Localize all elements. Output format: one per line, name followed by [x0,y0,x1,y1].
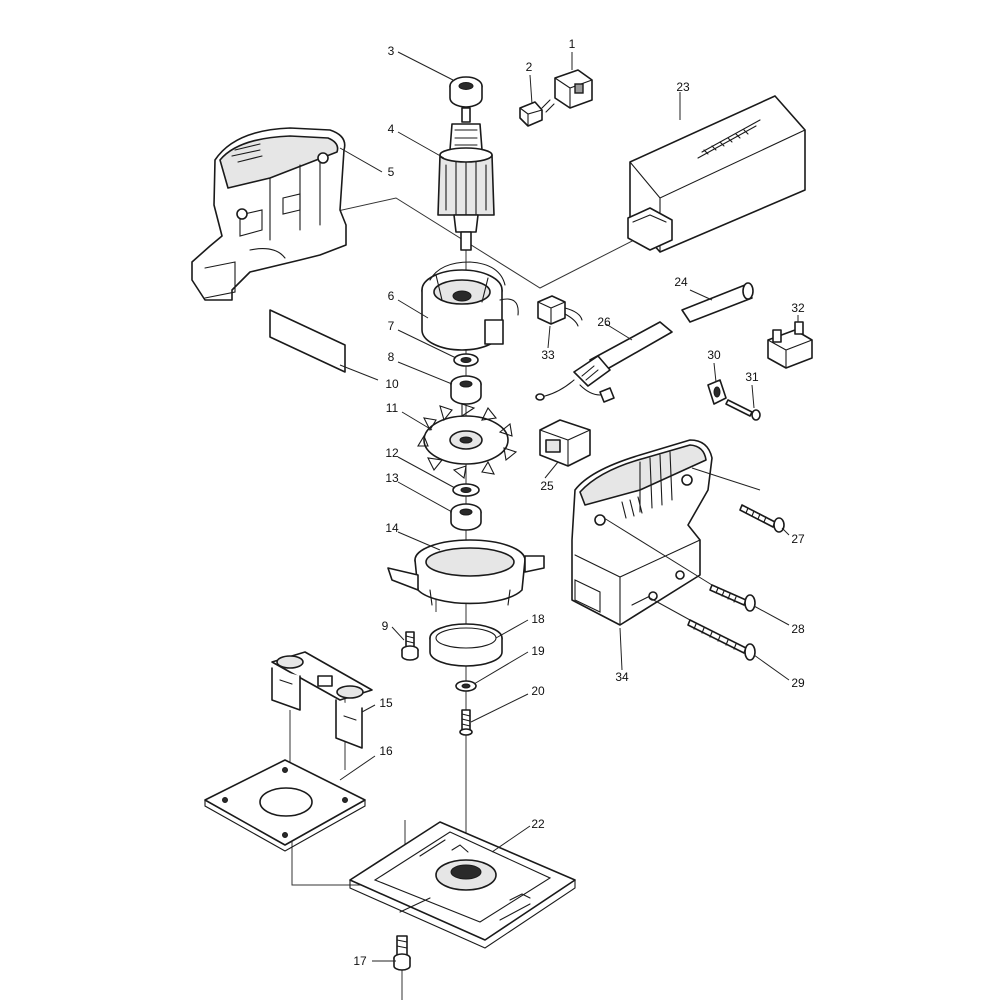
callout-34: 34 [615,670,629,684]
callout-1: 1 [569,37,576,51]
callout-26: 26 [597,315,611,329]
callout-4: 4 [388,122,395,136]
callout-29: 29 [791,676,805,690]
part-5-housing-cover [191,127,347,301]
part-33-capacitor [537,295,583,327]
callout-24: 24 [674,275,688,289]
part-30-cord-clamp [707,379,727,405]
part-8-ball-bearing [450,375,482,405]
part-17-screw [393,935,411,971]
part-10-label-plate [269,309,346,373]
part-4-armature [437,107,495,251]
callout-27: 27 [791,532,805,546]
callout-7: 7 [388,319,395,333]
part-1-brush-holder [554,69,593,109]
callout-12: 12 [385,446,399,460]
callout-23: 23 [676,80,690,94]
part-2-carbon-brush [519,99,555,127]
callout-25: 25 [540,479,554,493]
callout-15: 15 [379,696,393,710]
part-13-ball-bearing [450,503,482,531]
part-19-washer [455,680,477,692]
callout-30: 30 [707,348,721,362]
part-9-screw [401,631,419,661]
callout-2: 2 [526,60,533,74]
part-31-screw [725,399,761,421]
callout-3: 3 [388,44,395,58]
callout-18: 18 [531,612,545,626]
callout-22: 22 [531,817,545,831]
part-16-pad-plate [204,759,366,852]
callout-9: 9 [382,619,389,633]
part-22-base-plate [349,821,576,949]
callout-6: 6 [388,289,395,303]
callout-5: 5 [388,165,395,179]
part-23-dust-bag [627,95,806,253]
part-14-bearing-box [387,539,545,606]
callout-28: 28 [791,622,805,636]
part-28-screw [709,584,756,612]
part-25-switch [539,419,591,467]
part-24-cord-guard [681,282,754,323]
callout-16: 16 [379,744,393,758]
part-20-screw [459,709,473,736]
leader-lines [339,51,799,962]
part-3-ball-bearing [449,76,483,108]
part-27-screw [739,504,785,533]
callout-32: 32 [791,301,805,315]
callout-8: 8 [388,350,395,364]
callout-14: 14 [385,521,399,535]
callout-19: 19 [531,644,545,658]
part-34-motor-housing [571,439,713,626]
part-12-washer [452,483,480,497]
part-32-terminal [767,321,813,369]
part-7-washer [453,353,479,367]
callout-31: 31 [745,370,759,384]
part-26-power-cord [535,321,673,403]
callout-33: 33 [541,348,555,362]
part-11-fan [417,403,518,480]
callout-13: 13 [385,471,399,485]
callout-11: 11 [386,401,399,415]
part-29-screw [687,619,756,661]
part-6-field-stator [421,261,519,351]
callout-20: 20 [531,684,545,698]
callout-labels: 1 2 3 4 5 6 7 8 9 10 11 12 13 14 15 16 1… [353,37,805,968]
part-15-pad-holder [271,651,373,749]
part-18-rubber-ring [429,623,503,667]
callout-17: 17 [353,954,367,968]
callout-10: 10 [385,377,399,391]
